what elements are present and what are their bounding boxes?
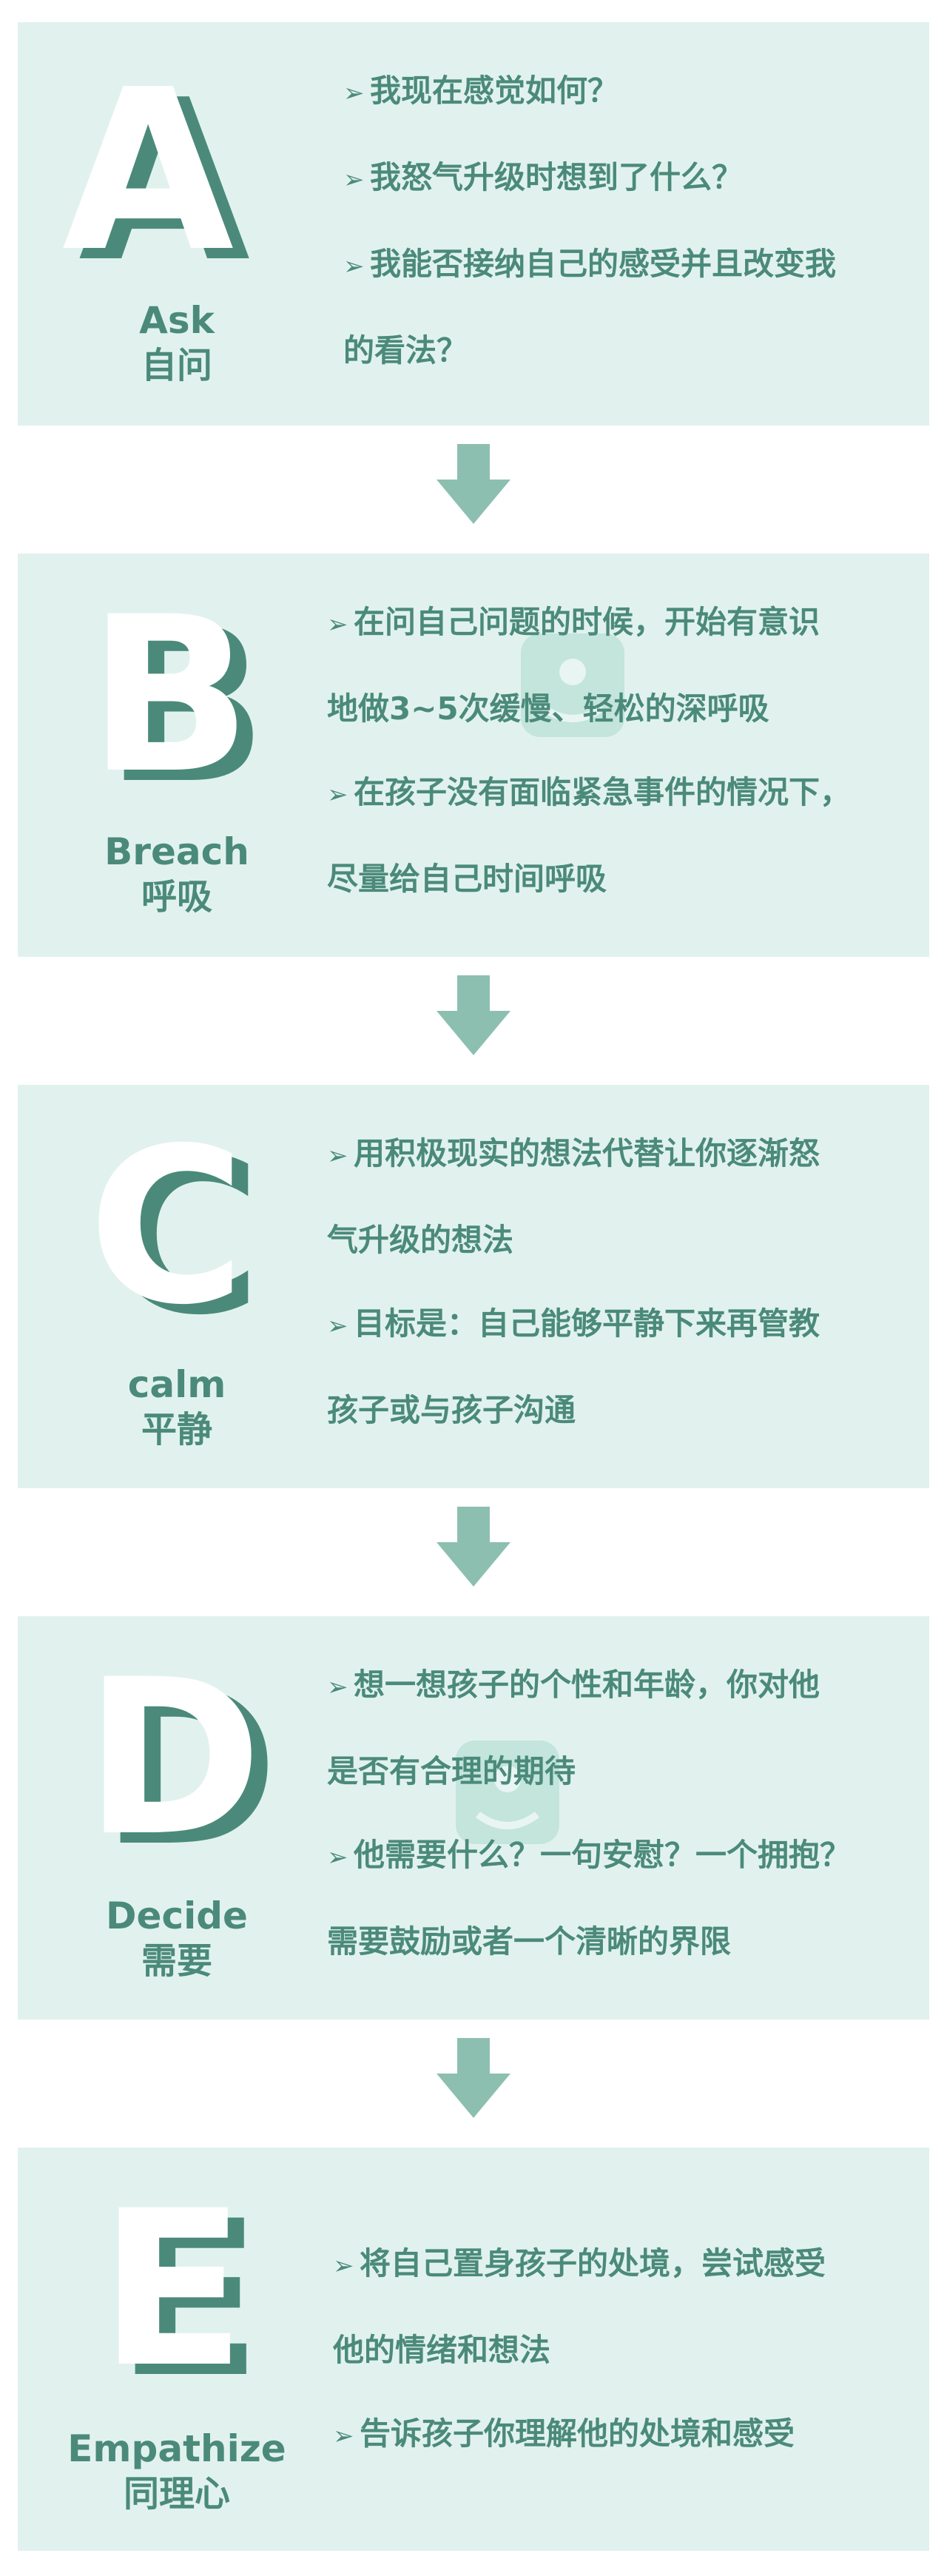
section-card-e: E E Empathize 同理心 ➢将自己置身孩子的处境，尝试感受 他的情绪和… xyxy=(18,2148,929,2551)
list-item: ➢我现在感觉如何？ xyxy=(343,49,836,135)
arrow-down-icon xyxy=(437,444,510,524)
big-letter-c: C C xyxy=(88,1103,262,1362)
section-label-zh: 平静 xyxy=(141,1409,212,1450)
list-item-continuation: 他的情绪和想法 xyxy=(333,2332,551,2368)
watermark-logo-icon xyxy=(521,633,624,737)
list-item-continuation: 的看法？ xyxy=(343,332,468,369)
list-item-continuation: 孩子或与孩子沟通 xyxy=(327,1392,576,1428)
section-label-en: calm xyxy=(127,1363,226,1406)
triangle-bullet-icon: ➢ xyxy=(333,2421,354,2451)
bullet-list: ➢用积极现实的想法代替让你逐渐怒 气升级的想法 ➢目标是：自己能够平静下来再管教… xyxy=(327,1112,820,1452)
section-card-b: B B Breach 呼吸 ➢在问自己问题的时候，开始有意识 地做3~5次缓慢、… xyxy=(18,554,929,957)
section-label-zh: 同理心 xyxy=(123,2473,230,2515)
bullet-list: ➢我现在感觉如何？ ➢我怒气升级时想到了什么？ ➢我能否接纳自己的感受并且改变我… xyxy=(343,49,836,392)
triangle-bullet-icon: ➢ xyxy=(333,2251,354,2281)
list-item: ➢他需要什么？一句安慰？一个拥抱？ xyxy=(327,1813,851,1900)
section-label-zh: 自问 xyxy=(141,345,212,386)
section-label-zh: 需要 xyxy=(141,1940,212,1982)
list-item: ➢目标是：自己能够平静下来再管教 xyxy=(327,1282,820,1368)
arrow-down-icon xyxy=(437,975,510,1055)
list-item: ➢用积极现实的想法代替让你逐渐怒 xyxy=(327,1112,820,1198)
section-card-d: D D Decide 需要 ➢想一想孩子的个性和年龄，你对他 是否有合理的期待 … xyxy=(18,1616,929,2020)
watermark-logo-icon xyxy=(456,1741,559,1844)
section-label-zh: 呼吸 xyxy=(141,876,212,918)
list-item-continuation: 是否有合理的期待 xyxy=(327,1753,576,1789)
list-item-continuation: 气升级的想法 xyxy=(327,1222,514,1258)
list-item-continuation: 尽量给自己时间呼吸 xyxy=(327,861,607,897)
triangle-bullet-icon: ➢ xyxy=(343,78,365,108)
big-letter-a: A A xyxy=(62,42,251,311)
triangle-bullet-icon: ➢ xyxy=(343,165,365,195)
section-label-en: Ask xyxy=(139,299,215,342)
list-item: ➢将自己置身孩子的处境，尝试感受 xyxy=(333,2222,826,2308)
arrow-down-icon xyxy=(437,1507,510,1587)
list-item: ➢我怒气升级时想到了什么？ xyxy=(343,135,836,222)
triangle-bullet-icon: ➢ xyxy=(327,1141,348,1171)
big-letter-b: B B xyxy=(88,571,269,831)
big-letter-d: D D xyxy=(84,1634,279,1894)
section-card-c: C C calm 平静 ➢用积极现实的想法代替让你逐渐怒 气升级的想法 ➢目标是… xyxy=(18,1085,929,1488)
section-card-a: A A Ask 自问 ➢我现在感觉如何？ ➢我怒气升级时想到了什么？ ➢我能否接… xyxy=(18,22,929,426)
section-label-en: Decide xyxy=(106,1894,248,1937)
list-item: ➢在孩子没有面临紧急事件的情况下， xyxy=(327,750,851,837)
list-item: ➢我能否接纳自己的感受并且改变我 xyxy=(343,222,836,309)
bullet-list: ➢想一想孩子的个性和年龄，你对他 是否有合理的期待 ➢他需要什么？一句安慰？一个… xyxy=(327,1643,851,1983)
triangle-bullet-icon: ➢ xyxy=(327,780,348,810)
list-item-continuation: 需要鼓励或者一个清晰的界限 xyxy=(327,1923,732,1960)
triangle-bullet-icon: ➢ xyxy=(327,610,348,639)
section-label-en: Breach xyxy=(104,830,249,873)
list-item: ➢告诉孩子你理解他的处境和感受 xyxy=(333,2392,826,2478)
triangle-bullet-icon: ➢ xyxy=(327,1311,348,1341)
triangle-bullet-icon: ➢ xyxy=(343,252,365,281)
list-item: ➢在问自己问题的时候，开始有意识 xyxy=(327,580,851,667)
triangle-bullet-icon: ➢ xyxy=(327,1672,348,1702)
section-label-en: Empathize xyxy=(67,2427,286,2470)
big-letter-e: E E xyxy=(99,2165,263,2425)
arrow-down-icon xyxy=(437,2038,510,2118)
bullet-list: ➢将自己置身孩子的处境，尝试感受 他的情绪和想法 ➢告诉孩子你理解他的处境和感受 xyxy=(333,2222,826,2478)
bullet-list: ➢在问自己问题的时候，开始有意识 地做3~5次缓慢、轻松的深呼吸 ➢在孩子没有面… xyxy=(327,580,851,921)
list-item: ➢想一想孩子的个性和年龄，你对他 xyxy=(327,1643,851,1729)
list-item-continuation: 地做3~5次缓慢、轻松的深呼吸 xyxy=(327,690,769,727)
triangle-bullet-icon: ➢ xyxy=(327,1843,348,1872)
